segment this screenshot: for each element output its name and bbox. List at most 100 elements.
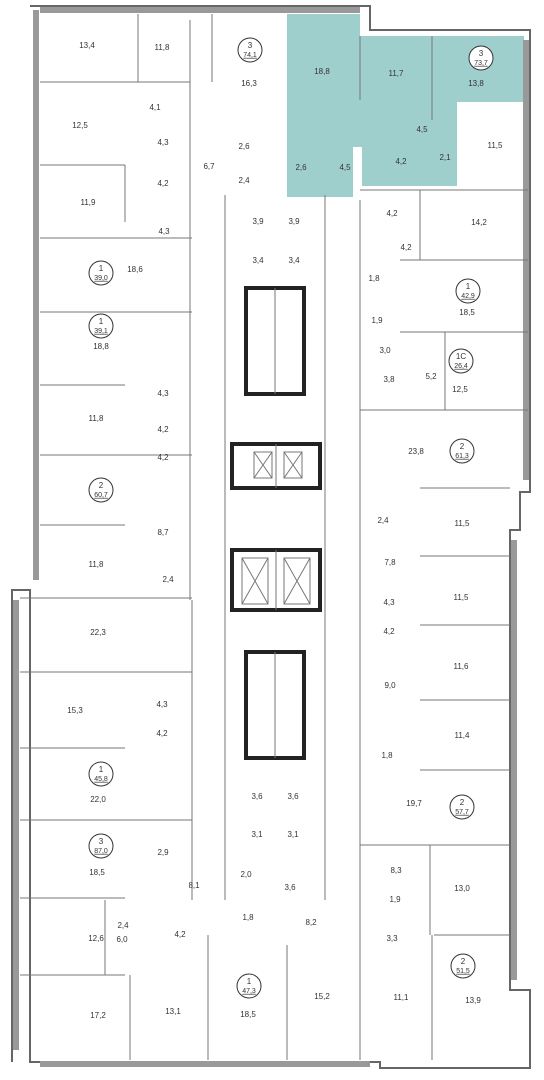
room-area-label: 11,8 bbox=[89, 414, 105, 423]
apartment-marker[interactable]: 139,1 bbox=[88, 313, 114, 339]
room-area-label: 11,6 bbox=[454, 662, 470, 671]
room-area-label: 2,0 bbox=[240, 870, 252, 879]
room-area-label: 2,4 bbox=[117, 921, 129, 930]
room-area-label: 1,8 bbox=[242, 913, 254, 922]
apartment-marker[interactable]: 374,1 bbox=[237, 37, 263, 63]
room-area-label: 2,4 bbox=[377, 516, 389, 525]
room-area-label: 11,5 bbox=[454, 593, 470, 602]
room-area-label: 6,7 bbox=[203, 162, 215, 171]
room-area-label: 6,0 bbox=[116, 935, 128, 944]
apartment-marker[interactable]: 260,7 bbox=[88, 477, 114, 503]
apartment-marker-circle bbox=[450, 953, 476, 979]
room-area-label: 3,1 bbox=[287, 830, 299, 839]
room-area-label: 1,9 bbox=[371, 316, 383, 325]
apartment-marker[interactable]: 261,3 bbox=[449, 438, 475, 464]
room-area-label: 14,2 bbox=[471, 218, 487, 227]
apartment-marker[interactable]: 257,7 bbox=[449, 794, 475, 820]
room-area-label: 16,3 bbox=[241, 79, 257, 88]
room-area-label: 4,2 bbox=[174, 930, 186, 939]
room-area-label: 22,3 bbox=[90, 628, 106, 637]
apartment-total-area: 42,9 bbox=[461, 293, 475, 300]
apartment-marker[interactable]: 139,0 bbox=[88, 260, 114, 286]
apartment-marker[interactable]: 387,0 bbox=[88, 833, 114, 859]
room-area-label: 8,2 bbox=[305, 918, 317, 927]
room-area-label: 4,3 bbox=[157, 138, 169, 147]
apartment-marker[interactable]: 147,3 bbox=[236, 973, 262, 999]
room-area-label: 12,5 bbox=[72, 121, 88, 130]
apartment-marker-circle bbox=[448, 348, 474, 374]
room-area-label: 4,2 bbox=[157, 179, 169, 188]
room-area-label: 3,8 bbox=[383, 375, 395, 384]
apartment-total-area: 74,1 bbox=[243, 52, 257, 59]
apartment-marker-circle bbox=[88, 833, 114, 859]
apartment-marker-circle bbox=[88, 313, 114, 339]
room-area-label: 4,2 bbox=[386, 209, 398, 218]
room-area-label: 4,2 bbox=[400, 243, 412, 252]
apartment-total-area: 45,8 bbox=[94, 776, 108, 783]
room-area-label: 18,5 bbox=[89, 868, 105, 877]
room-area-label: 19,7 bbox=[406, 799, 422, 808]
room-area-label: 3,0 bbox=[379, 346, 391, 355]
room-area-label: 4,5 bbox=[339, 163, 351, 172]
apartment-total-area: 47,3 bbox=[242, 988, 256, 995]
room-area-label: 7,8 bbox=[384, 558, 396, 567]
room-area-label: 4,2 bbox=[157, 425, 169, 434]
apartment-rooms-count: 1 bbox=[99, 765, 104, 774]
apartment-marker-circle bbox=[236, 973, 262, 999]
room-area-label: 11,1 bbox=[394, 993, 410, 1002]
outer-walls bbox=[11, 5, 531, 1069]
room-area-label: 5,2 bbox=[425, 372, 437, 381]
room-area-label: 1,8 bbox=[368, 274, 380, 283]
room-area-label: 17,2 bbox=[90, 1011, 106, 1020]
apartment-rooms-count: 2 bbox=[460, 798, 465, 807]
apartment-rooms-count: 1 bbox=[466, 282, 471, 291]
room-area-label: 11,8 bbox=[89, 560, 105, 569]
apartment-rooms-count: 1 bbox=[247, 977, 252, 986]
apartment-rooms-count: 1С bbox=[456, 352, 466, 361]
apartment-rooms-count: 3 bbox=[479, 49, 484, 58]
interior-walls bbox=[20, 14, 528, 1060]
room-area-label: 4,3 bbox=[383, 598, 395, 607]
room-area-label: 12,5 bbox=[452, 385, 468, 394]
apartment-rooms-count: 2 bbox=[461, 957, 466, 966]
room-area-label: 3,6 bbox=[251, 792, 263, 801]
apartment-total-area: 87,0 bbox=[94, 848, 108, 855]
room-area-label: 8,3 bbox=[390, 866, 402, 875]
room-area-label: 9,0 bbox=[384, 681, 396, 690]
room-area-label: 4,5 bbox=[416, 125, 428, 134]
apartment-marker-circle bbox=[237, 37, 263, 63]
room-area-label: 3,9 bbox=[288, 217, 300, 226]
room-area-label: 11,8 bbox=[155, 43, 171, 52]
room-area-label: 1,9 bbox=[389, 895, 401, 904]
apartment-marker[interactable]: 373,7 bbox=[468, 45, 494, 71]
apartment-total-area: 39,1 bbox=[94, 328, 108, 335]
apartment-marker-circle bbox=[88, 477, 114, 503]
room-area-label: 2,6 bbox=[295, 163, 307, 172]
room-area-label: 2,9 bbox=[157, 848, 169, 857]
room-area-label: 2,1 bbox=[439, 153, 451, 162]
apartment-marker-circle bbox=[449, 438, 475, 464]
room-area-label: 2,4 bbox=[238, 176, 250, 185]
apartment-total-area: 57,7 bbox=[455, 809, 469, 816]
apartment-marker[interactable]: 251,5 bbox=[450, 953, 476, 979]
apartment-marker-circle bbox=[88, 761, 114, 787]
room-area-label: 4,3 bbox=[158, 227, 170, 236]
apartment-marker-circle bbox=[88, 260, 114, 286]
apartment-marker[interactable]: 145,8 bbox=[88, 761, 114, 787]
room-area-label: 2,4 bbox=[162, 575, 174, 584]
highlighted-apartment[interactable] bbox=[283, 14, 524, 197]
apartment-rooms-count: 2 bbox=[99, 481, 104, 490]
room-area-label: 3,9 bbox=[252, 217, 264, 226]
apartment-marker[interactable]: 142,9 bbox=[455, 278, 481, 304]
room-area-label: 3,4 bbox=[252, 256, 264, 265]
room-area-label: 8,7 bbox=[157, 528, 169, 537]
apartment-total-area: 73,7 bbox=[474, 60, 488, 67]
room-area-label: 3,4 bbox=[288, 256, 300, 265]
room-area-label: 12,6 bbox=[88, 934, 104, 943]
room-area-label: 11,4 bbox=[455, 731, 471, 740]
room-area-label: 3,6 bbox=[287, 792, 299, 801]
room-area-label: 13,9 bbox=[465, 996, 481, 1005]
